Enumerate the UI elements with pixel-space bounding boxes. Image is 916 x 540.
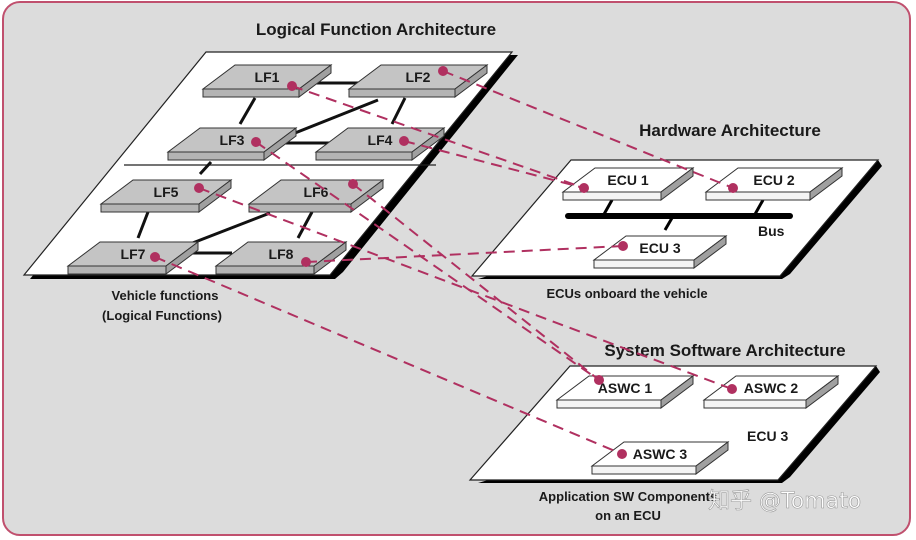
logical-caption-line2: (Logical Functions) (102, 308, 222, 323)
lf-block-2-label: LF2 (406, 69, 431, 85)
mapping-dot-ecu1 (579, 183, 589, 193)
lf-block-2: LF2 (347, 64, 489, 98)
lf-block-3: LF3 (166, 127, 298, 161)
aswc-block-1: ASWC 1 (555, 375, 695, 409)
software-caption-line2: on an ECU (595, 508, 661, 523)
mapping-line-lf2-to-ecu2 (442, 70, 734, 189)
mapping-dot-aswc2 (727, 384, 737, 394)
lf-block-7: LF7 (66, 241, 200, 275)
ecu-block-3-label: ECU 3 (639, 240, 680, 256)
lf-block-6-label: LF6 (304, 184, 329, 200)
ecu-block-2: ECU 2 (704, 167, 844, 201)
software-ecu-label: ECU 3 (747, 428, 788, 444)
lf-block-7-label: LF7 (121, 246, 146, 262)
lf-block-1-label: LF1 (255, 69, 280, 85)
lf-block-5: LF5 (99, 179, 233, 213)
lf-block-4-label: LF4 (368, 132, 393, 148)
mapping-line-lf5-to-aswc2 (198, 187, 733, 390)
mapping-dot-lf1 (287, 81, 297, 91)
hardware-caption: ECUs onboard the vehicle (546, 286, 707, 301)
mapping-dot-lf2 (438, 66, 448, 76)
ecu-block-2-label: ECU 2 (753, 172, 794, 188)
logical-title: Logical Function Architecture (256, 20, 496, 39)
hardware-title: Hardware Architecture (639, 121, 821, 140)
mapping-line-lf1-to-ecu1 (291, 85, 585, 189)
lf-block-4: LF4 (314, 127, 446, 161)
software-title: System Software Architecture (604, 341, 845, 360)
watermark: 知乎 @Tomato (708, 489, 861, 514)
mapping-dot-ecu2 (728, 183, 738, 193)
ecu-block-1: ECU 1 (561, 167, 695, 201)
software-caption-line1: Application SW Components (539, 489, 717, 504)
bus (565, 199, 793, 231)
mapping-dot-aswc3 (617, 449, 627, 459)
aswc-block-3-label: ASWC 3 (633, 446, 688, 462)
mapping-dot-lf6 (348, 179, 358, 189)
mapping-dot-lf5 (194, 183, 204, 193)
mapping-dot-lf8 (301, 257, 311, 267)
ecu-block-3: ECU 3 (592, 235, 728, 269)
mapping-line-lf7-to-aswc3 (154, 256, 623, 455)
aswc-block-2: ASWC 2 (702, 375, 840, 409)
mapping-dot-ecu3 (618, 241, 628, 251)
lf-block-1: LF1 (201, 64, 333, 98)
logical-caption-line1: Vehicle functions (112, 288, 219, 303)
mapping-line-lf6-to-aswc1 (352, 183, 600, 381)
aswc-block-1-label: ASWC 1 (598, 380, 653, 396)
mapping-dot-lf4 (399, 136, 409, 146)
aswc-block-3: ASWC 3 (590, 441, 730, 475)
aswc-block-2-label: ASWC 2 (744, 380, 799, 396)
bus-label: Bus (758, 223, 785, 239)
mapping-dot-lf7 (150, 252, 160, 262)
ecu-block-1-label: ECU 1 (607, 172, 648, 188)
lf-block-8: LF8 (214, 241, 348, 275)
lf-block-3-label: LF3 (220, 132, 245, 148)
lf-block-5-label: LF5 (154, 184, 179, 200)
mapping-line-lf3-to-aswc1 (255, 141, 600, 381)
lf-block-8-label: LF8 (269, 246, 294, 262)
mapping-dot-aswc1 (594, 375, 604, 385)
mapping-line-lf4-to-ecu1 (403, 140, 585, 189)
mapping-dot-lf3 (251, 137, 261, 147)
